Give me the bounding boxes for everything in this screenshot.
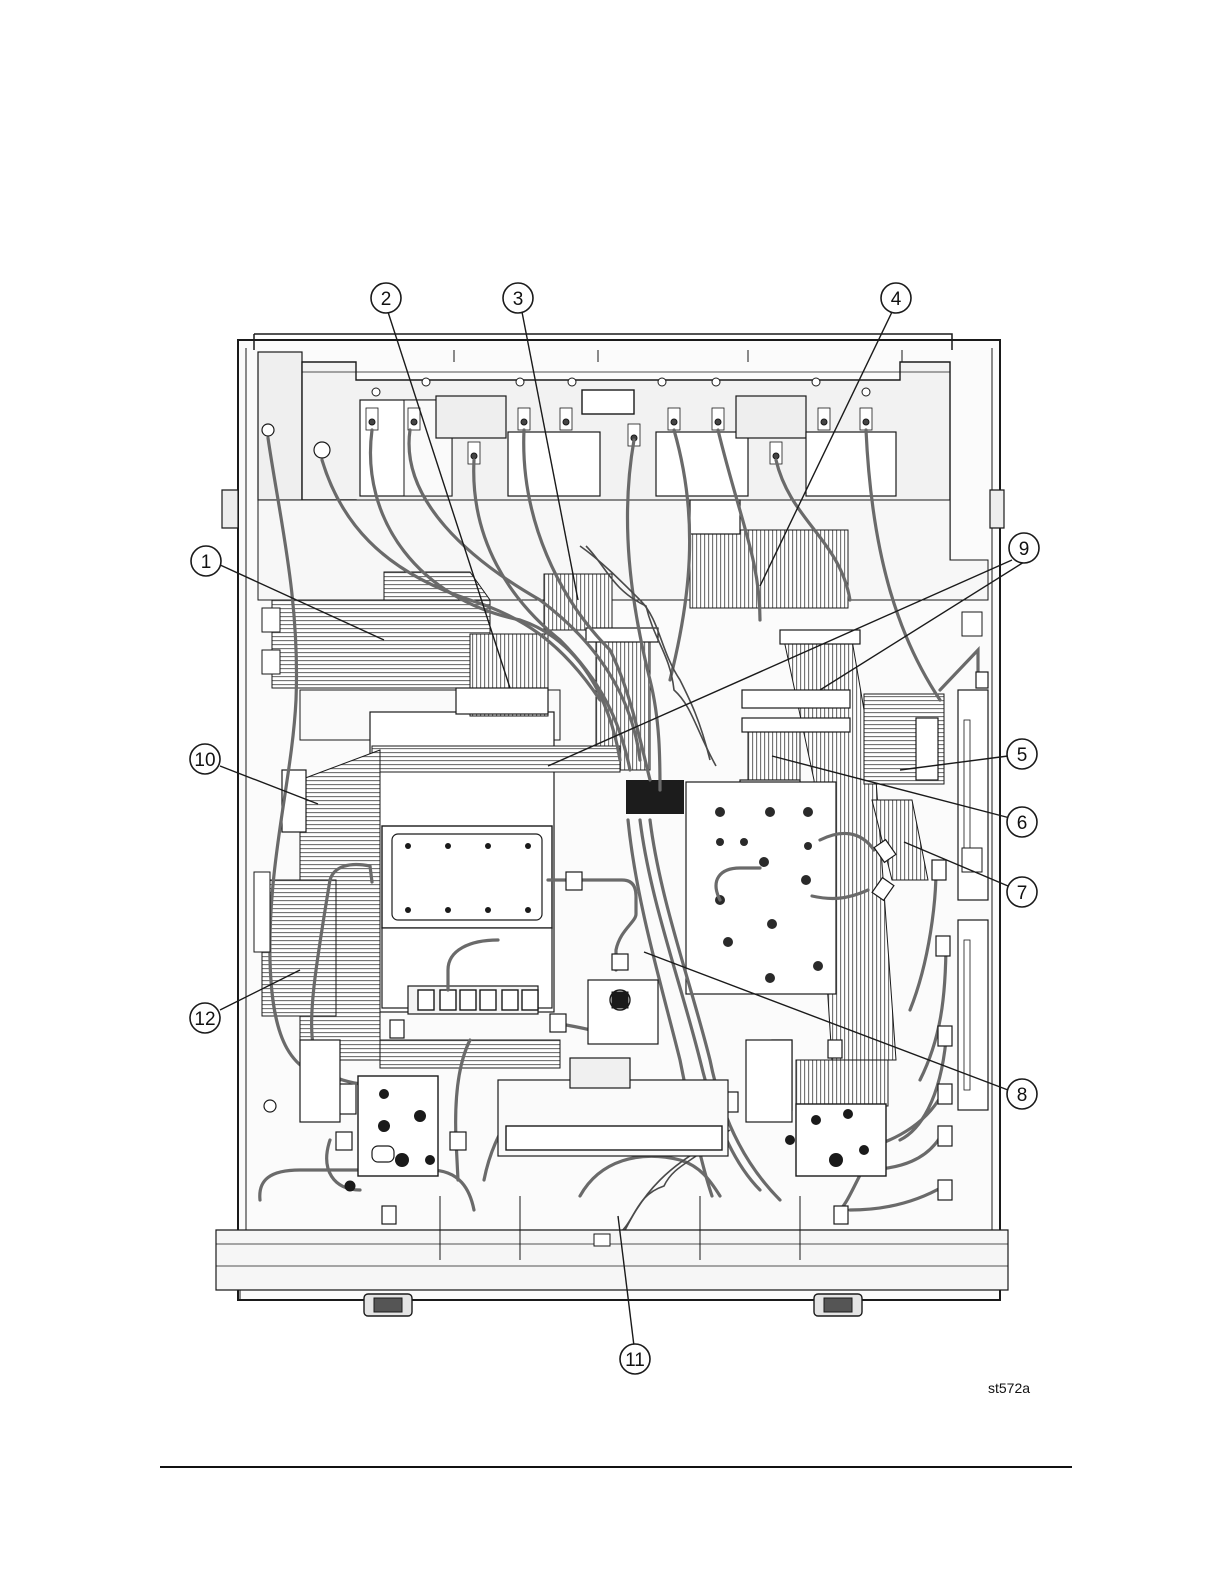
callout-2: 2 xyxy=(371,283,401,313)
svg-text:3: 3 xyxy=(513,289,524,310)
svg-text:12: 12 xyxy=(194,1009,215,1030)
shield-module xyxy=(382,826,552,1014)
callout-11: 11 xyxy=(620,1344,650,1374)
cable-clamp xyxy=(626,780,684,814)
figure-id-label: st572a xyxy=(988,1380,1030,1396)
callout-12: 12 xyxy=(190,1003,220,1033)
ribbon-cable-1 xyxy=(272,600,490,688)
svg-text:9: 9 xyxy=(1019,539,1030,560)
callout-4: 4 xyxy=(881,283,911,313)
front-connector-left xyxy=(364,1294,412,1316)
ribbon-cable-3 xyxy=(544,574,612,630)
callout-10: 10 xyxy=(190,744,220,774)
svg-text:7: 7 xyxy=(1017,883,1028,904)
svg-text:8: 8 xyxy=(1017,1085,1028,1106)
svg-text:5: 5 xyxy=(1017,745,1028,766)
footer-rule xyxy=(160,1466,1072,1468)
callout-5: 5 xyxy=(1007,739,1037,769)
svg-text:10: 10 xyxy=(194,750,215,771)
svg-text:4: 4 xyxy=(891,289,902,310)
svg-text:1: 1 xyxy=(201,552,212,573)
callout-6: 6 xyxy=(1007,807,1037,837)
front-connector-right xyxy=(814,1294,862,1316)
callout-1: 1 xyxy=(191,546,221,576)
callout-3: 3 xyxy=(503,283,533,313)
svg-text:6: 6 xyxy=(1017,813,1028,834)
callout-7: 7 xyxy=(1007,877,1037,907)
callout-9: 9 xyxy=(1009,533,1039,563)
central-rf-block xyxy=(686,782,836,994)
svg-text:2: 2 xyxy=(381,289,392,310)
svg-text:11: 11 xyxy=(625,1350,645,1371)
callout-8: 8 xyxy=(1007,1079,1037,1109)
